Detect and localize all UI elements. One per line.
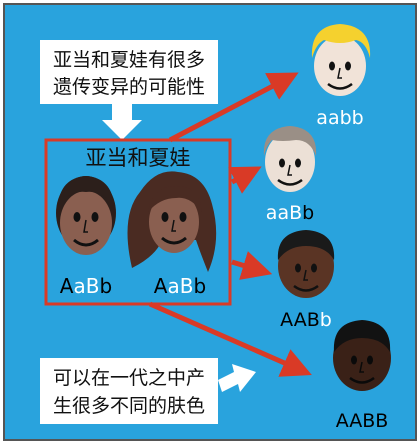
note-top-line1: 亚当和夏娃有很多 [53, 49, 205, 71]
child-AABb-face-icon [277, 230, 335, 298]
arrows [148, 72, 312, 377]
child-aabb-face-icon [311, 24, 371, 96]
note-bottom: 可以在一代之中产 生很多不同的肤色 [40, 358, 256, 424]
box-title: 亚当和夏娃 [86, 146, 191, 170]
child-AABB-label: AABB [336, 410, 389, 432]
arrow-icon [231, 251, 273, 280]
note-bottom-line2: 生很多不同的肤色 [53, 395, 205, 417]
eve-face-icon [127, 171, 217, 272]
arrow-icon [228, 166, 262, 194]
child-aaBb-face-icon [263, 126, 317, 192]
white-arrow-right-icon [218, 364, 256, 392]
adam-face-icon [56, 176, 116, 255]
adam-label: AaBb [60, 274, 112, 298]
child-aabb-label: aabb [316, 107, 363, 129]
parents-box: 亚当和夏娃 AaBb AaBb [44, 138, 232, 306]
note-top: 亚当和夏娃有很多 遗传变异的可能性 [40, 40, 218, 140]
note-top-line2: 遗传变异的可能性 [53, 76, 205, 98]
child-AABB-face-icon [333, 320, 391, 391]
child-AABb-label: AABb [280, 309, 332, 331]
arrow-icon [148, 301, 312, 377]
child-aaBb-label: aaBb [266, 202, 314, 224]
note-bottom-line1: 可以在一代之中产 [53, 367, 205, 389]
white-arrow-down-icon [102, 104, 142, 140]
eve-label: AaBb [154, 274, 206, 298]
arrow-icon [168, 72, 299, 143]
